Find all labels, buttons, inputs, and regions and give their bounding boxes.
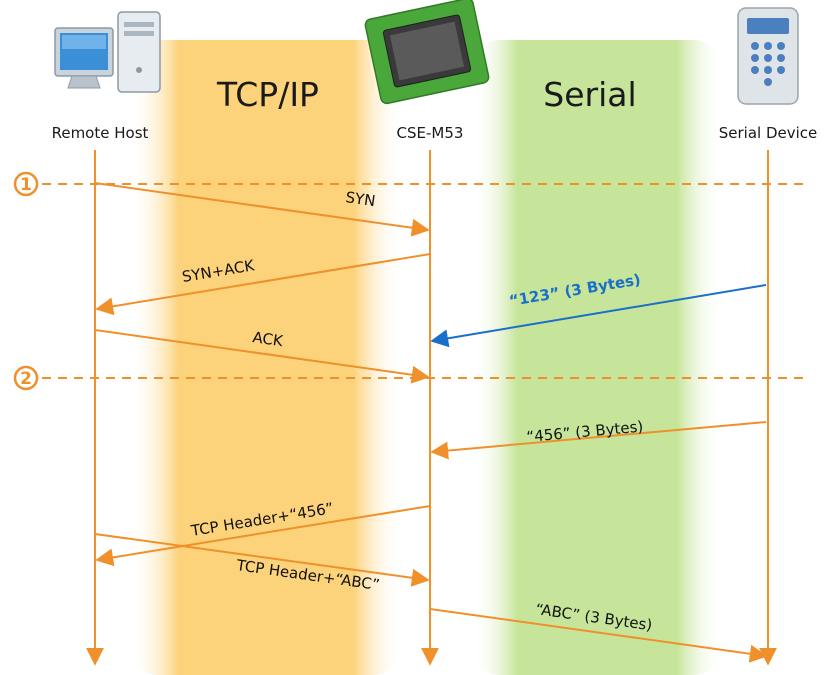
syn-label: SYN	[344, 188, 376, 210]
tcpip-zone	[130, 40, 402, 675]
tcpip-zone-title: TCP/IP	[216, 75, 319, 114]
tcp-456-arrow	[95, 505, 431, 567]
syn-ack-arrow	[95, 253, 431, 316]
data-abc-arrow	[429, 608, 768, 663]
ack-arrow	[94, 329, 430, 384]
keypad-icon	[737, 7, 799, 105]
data-123-arrow	[430, 284, 767, 348]
syn-arrow	[94, 182, 430, 237]
step-one-number: 1	[20, 175, 32, 195]
step-two-number: 2	[20, 369, 32, 389]
cse-label: CSE-M53	[397, 124, 464, 142]
step-two-marker: 2	[13, 365, 808, 391]
data-456-arrow	[430, 421, 767, 460]
serial-device-label: Serial Device	[719, 124, 818, 142]
serial-zone-title: Serial	[543, 75, 636, 114]
step-one-marker: 1	[13, 171, 808, 197]
computer-icon	[54, 11, 161, 93]
serial-zone	[472, 40, 722, 675]
tcp-abc-arrow	[94, 533, 430, 587]
chip-icon	[364, 0, 490, 105]
ack-label: ACK	[251, 328, 285, 350]
remote-host-label: Remote Host	[52, 124, 149, 142]
